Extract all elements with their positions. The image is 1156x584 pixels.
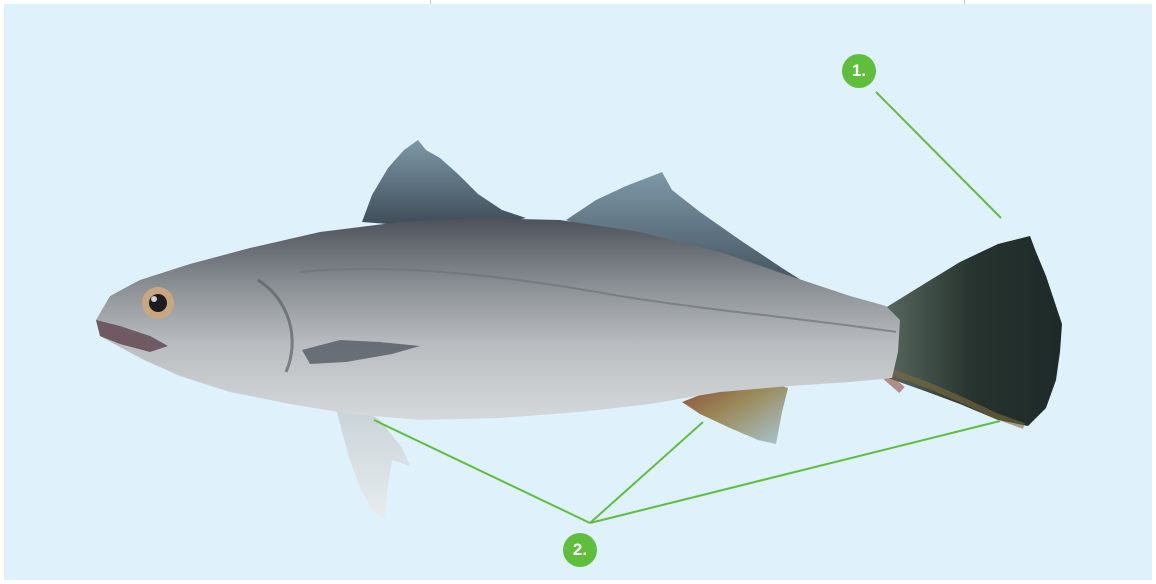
first-dorsal-fin: [362, 140, 526, 228]
callout-line-1: [876, 92, 1001, 218]
callout-line-2c: [590, 421, 1000, 523]
callout-badge-2: 2.: [563, 533, 597, 567]
callout-line-2b: [590, 422, 703, 523]
tail-fin: [882, 236, 1062, 426]
pelvic-fin: [336, 408, 410, 520]
callout-badge-1: 1.: [842, 54, 876, 88]
callout-line-2a: [374, 420, 590, 523]
